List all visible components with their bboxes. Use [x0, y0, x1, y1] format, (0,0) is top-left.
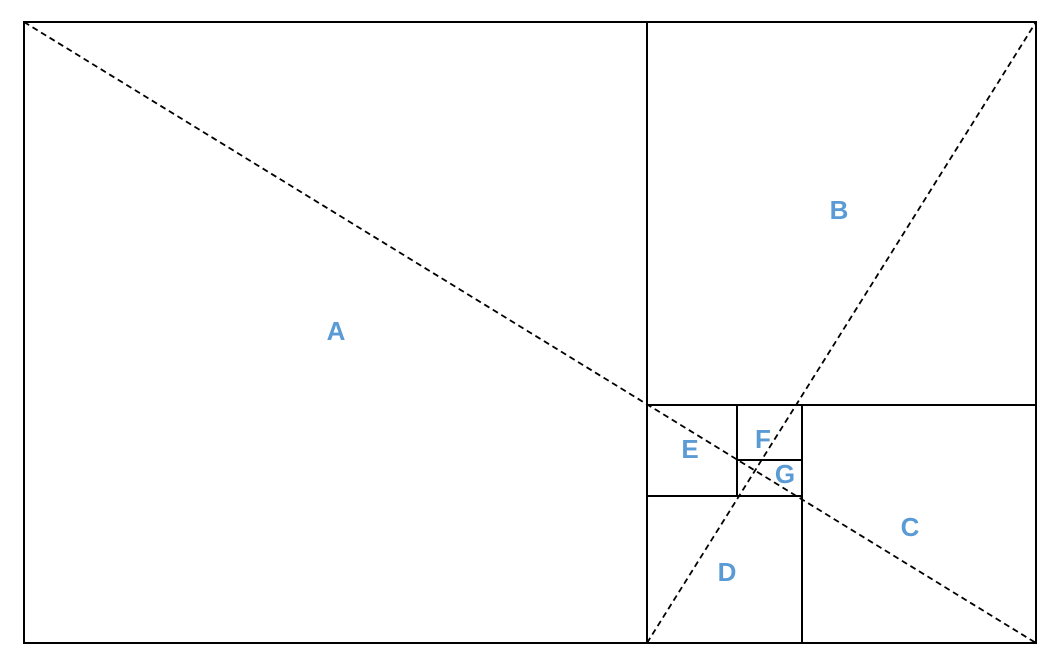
- diagonal-top-left-to-bottom-right: [23, 21, 1037, 644]
- region-label-a: A: [327, 316, 346, 346]
- region-label-g: G: [775, 459, 795, 489]
- region-label-f: F: [755, 424, 771, 454]
- region-label-d: D: [718, 557, 737, 587]
- region-label-b: B: [830, 195, 849, 225]
- diagonal-bottom-left-to-top-right: [646, 21, 1037, 644]
- region-label-e: E: [681, 434, 698, 464]
- outer-rectangle: [23, 21, 1037, 644]
- region-label-c: C: [901, 512, 920, 542]
